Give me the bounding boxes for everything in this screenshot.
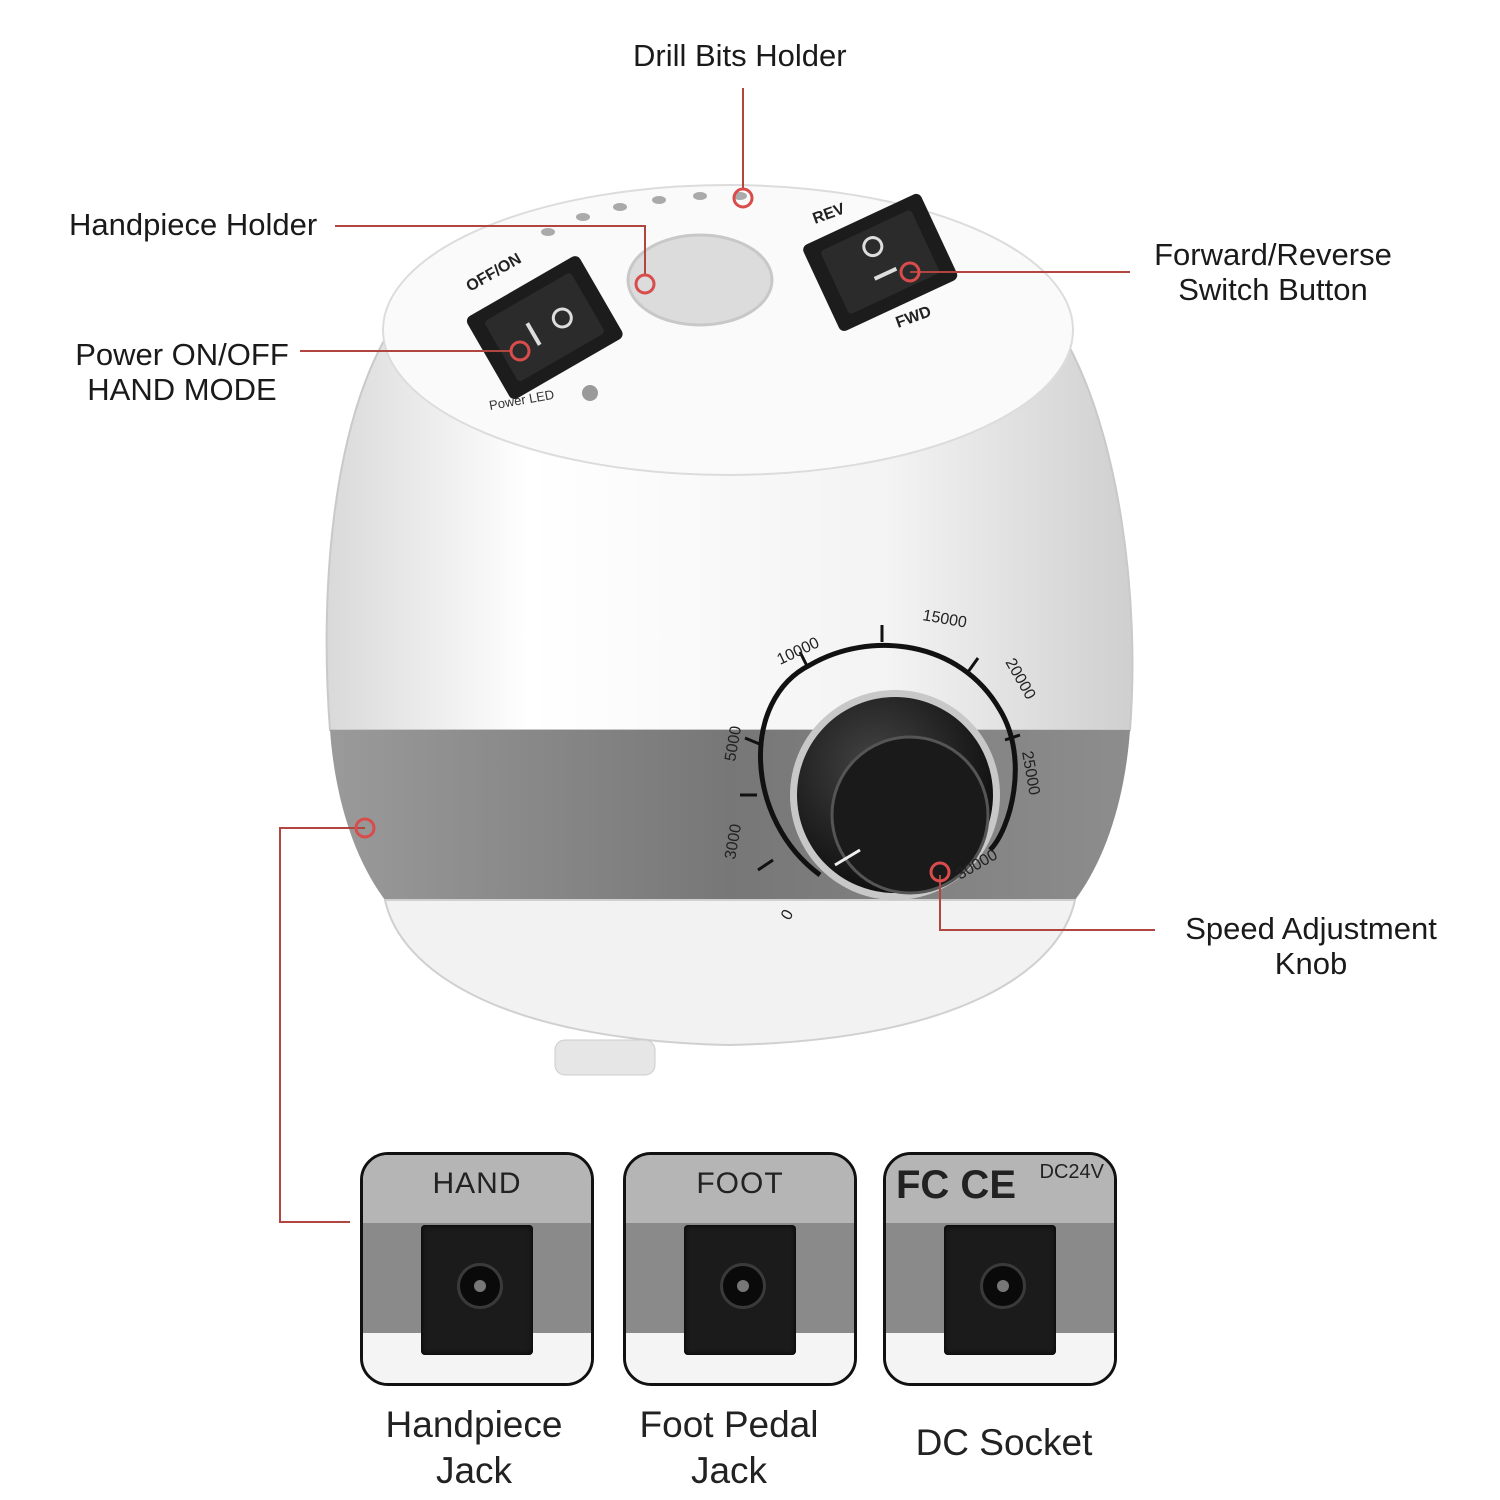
socket-pin bbox=[474, 1280, 486, 1292]
caption-line: Jack bbox=[690, 1450, 768, 1491]
dial-mark-5000: 5000 bbox=[722, 725, 745, 763]
label-line: Power ON/OFF bbox=[75, 337, 289, 372]
socket-hole bbox=[980, 1263, 1026, 1309]
tile-top bbox=[886, 1155, 1114, 1223]
jack-tile-hand: HAND bbox=[360, 1152, 594, 1386]
label-line: Speed Adjustment bbox=[1185, 911, 1437, 946]
jack-tag: FOOT bbox=[696, 1167, 784, 1200]
socket-pin bbox=[997, 1280, 1009, 1292]
label-line: Forward/Reverse bbox=[1154, 237, 1392, 272]
label-line: Switch Button bbox=[1178, 272, 1368, 307]
socket-hole bbox=[457, 1263, 503, 1309]
power-switch bbox=[466, 256, 623, 400]
callout-lines bbox=[279, 88, 1155, 1223]
jack-tile-foot: FOOT bbox=[623, 1152, 857, 1386]
power-led bbox=[582, 385, 598, 401]
callout-dots bbox=[354, 187, 951, 883]
socket-pin bbox=[737, 1280, 749, 1292]
label-text: Handpiece Holder bbox=[69, 207, 318, 242]
dial-mark-3000: 3000 bbox=[722, 823, 745, 861]
label-power: Power ON/OFF HAND MODE bbox=[62, 337, 302, 407]
label-line: HAND MODE bbox=[87, 372, 277, 407]
dial-ticks bbox=[740, 625, 1021, 872]
label-handpiece-holder: Handpiece Holder bbox=[69, 207, 317, 242]
jack-tile-dc: FC CE DC24V bbox=[883, 1152, 1117, 1386]
tile-top bbox=[363, 1155, 591, 1223]
jack-tag: HAND bbox=[432, 1167, 522, 1200]
speed-dial-arc bbox=[758, 642, 1018, 878]
handpiece-hole bbox=[626, 233, 774, 327]
label-line: Knob bbox=[1274, 946, 1348, 981]
direction-switch bbox=[803, 193, 958, 331]
label-forward-reverse: Forward/Reverse Switch Button bbox=[1148, 237, 1398, 307]
caption-line: Jack bbox=[435, 1450, 513, 1491]
caption-line: DC Socket bbox=[915, 1422, 1093, 1463]
label-text: Drill Bits Holder bbox=[633, 38, 847, 73]
device-foot bbox=[554, 1039, 656, 1076]
handpiece-jack-socket bbox=[421, 1225, 533, 1355]
caption-dc-socket: DC Socket bbox=[864, 1420, 1144, 1466]
caption-line: Handpiece bbox=[385, 1404, 563, 1445]
cert-marks: FC CE bbox=[896, 1163, 1016, 1207]
caption-line: Foot Pedal bbox=[639, 1404, 819, 1445]
label-speed: Speed Adjustment Knob bbox=[1176, 911, 1446, 981]
label-drill-bits-holder: Drill Bits Holder bbox=[633, 38, 847, 73]
socket-hole bbox=[720, 1263, 766, 1309]
dc-socket bbox=[944, 1225, 1056, 1355]
dc-rating: DC24V bbox=[1039, 1161, 1104, 1183]
device-base bbox=[383, 899, 1077, 1047]
tile-top bbox=[626, 1155, 854, 1223]
caption-handpiece-jack: Handpiece Jack bbox=[334, 1402, 614, 1494]
caption-foot-pedal-jack: Foot Pedal Jack bbox=[589, 1402, 869, 1494]
foot-pedal-jack-socket bbox=[684, 1225, 796, 1355]
